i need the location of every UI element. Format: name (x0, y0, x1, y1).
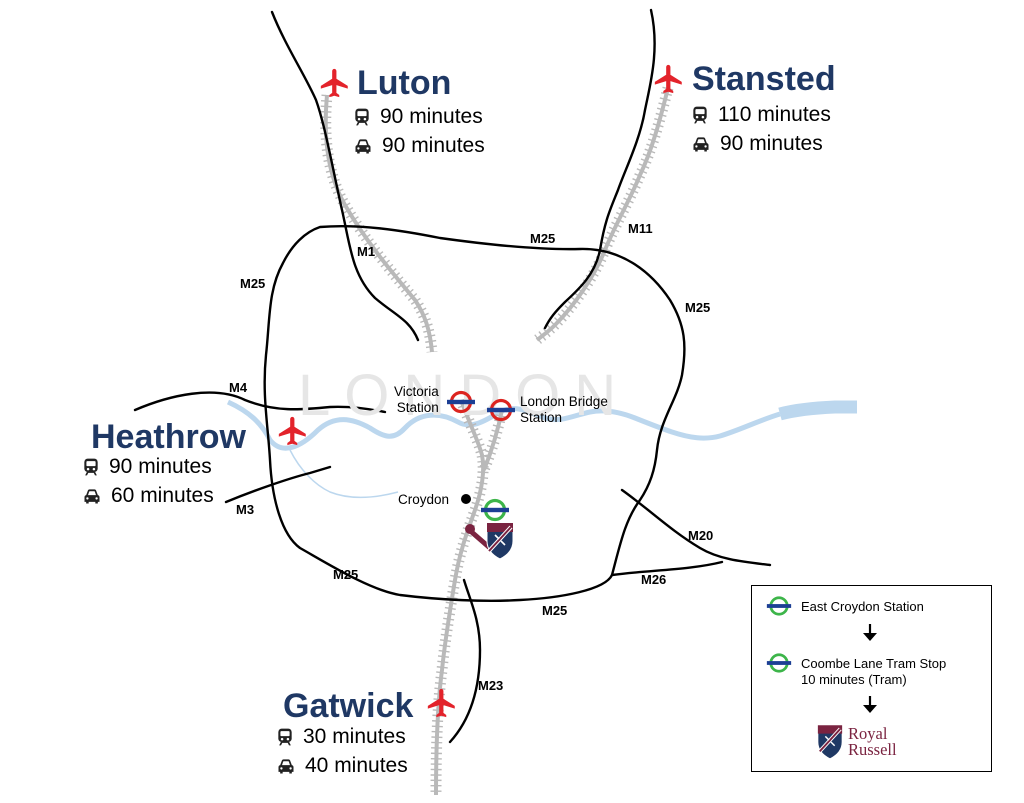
road-label-m25: M25 (530, 231, 556, 246)
road-label-m23: M23 (478, 678, 504, 693)
car-icon (352, 136, 374, 156)
brand-line: Royal (848, 723, 888, 743)
gatwick-train-time: 30 minutes (275, 726, 406, 747)
train-icon (352, 107, 372, 127)
tram-roundel-icon (480, 498, 510, 522)
road-label-m3: M3 (236, 502, 255, 517)
tram-roundel-icon (766, 652, 792, 674)
arrow-down-icon (861, 623, 879, 648)
station-line: Station (520, 410, 563, 426)
time-value: 90 minutes (380, 105, 483, 128)
station-label-london-bridge: London Bridge Station (520, 394, 608, 426)
road-label-m26: M26 (641, 572, 667, 587)
heathrow-car-time: 60 minutes (81, 485, 214, 506)
airport-name-stansted: Stansted (692, 60, 836, 98)
arrow-down-icon (861, 695, 879, 720)
school-crest-icon (816, 723, 844, 761)
time-value: 40 minutes (305, 754, 408, 777)
airport-name-gatwick: Gatwick (283, 687, 414, 725)
stansted-car-time: 90 minutes (690, 133, 823, 154)
road-label-m25: M25 (333, 567, 359, 582)
airplane-icon (425, 686, 459, 720)
croydon-marker (461, 494, 471, 504)
map-watermark: LONDON (298, 363, 631, 428)
train-icon (81, 457, 101, 477)
heathrow-train-time: 90 minutes (81, 456, 212, 477)
time-value: 90 minutes (720, 132, 823, 155)
tram-roundel-icon (766, 595, 792, 617)
road-label-m25: M25 (685, 300, 711, 315)
airplane-icon (652, 62, 686, 96)
school-crest-icon (485, 521, 515, 561)
legend-step-east-croydon: East Croydon Station (801, 599, 924, 614)
road-network (133, 8, 772, 744)
station-label-croydon: Croydon (398, 492, 450, 507)
airplane-icon (318, 66, 352, 100)
station-label-victoria: Victoria Station (394, 384, 439, 416)
road-label-m1: M1 (357, 244, 376, 259)
brand-wordmark: Royal Russell (848, 723, 897, 759)
station-line: London Bridge (520, 394, 608, 409)
road-label-m11: M11 (628, 221, 653, 236)
road-label-m20: M20 (688, 528, 714, 543)
legend-line: Coombe Lane Tram Stop (801, 656, 947, 671)
road-label-m4: M4 (229, 380, 248, 395)
train-icon (690, 105, 710, 125)
road-label-m25: M25 (542, 603, 568, 618)
royal-russell-logo: Royal Russell (816, 723, 897, 761)
airport-name-luton: Luton (357, 64, 452, 102)
time-value: 110 minutes (718, 103, 831, 126)
route-legend: East Croydon Station Coombe Lane Tram St… (751, 585, 992, 772)
luton-car-time: 90 minutes (352, 135, 485, 156)
train-icon (275, 727, 295, 747)
legend-line: 10 minutes (Tram) (801, 672, 907, 688)
car-icon (690, 134, 712, 154)
brand-line: Russell (848, 740, 897, 759)
legend-step-coombe-lane: Coombe Lane Tram Stop 10 minutes (Tram) (801, 656, 946, 689)
underground-roundel-icon (446, 390, 476, 414)
luton-train-time: 90 minutes (352, 106, 483, 127)
gatwick-car-time: 40 minutes (275, 755, 408, 776)
stansted-train-time: 110 minutes (690, 104, 831, 125)
time-value: 90 minutes (382, 134, 485, 157)
airport-name-heathrow: Heathrow (91, 418, 246, 456)
tram-link (465, 524, 492, 550)
car-icon (81, 486, 103, 506)
time-value: 30 minutes (303, 725, 406, 748)
time-value: 90 minutes (109, 455, 212, 478)
car-icon (275, 756, 297, 776)
time-value: 60 minutes (111, 484, 214, 507)
station-line: Victoria (394, 384, 439, 399)
underground-roundel-icon (486, 398, 516, 422)
station-line: Station (396, 400, 439, 416)
airplane-icon (276, 414, 310, 448)
road-label-m25: M25 (240, 276, 266, 291)
